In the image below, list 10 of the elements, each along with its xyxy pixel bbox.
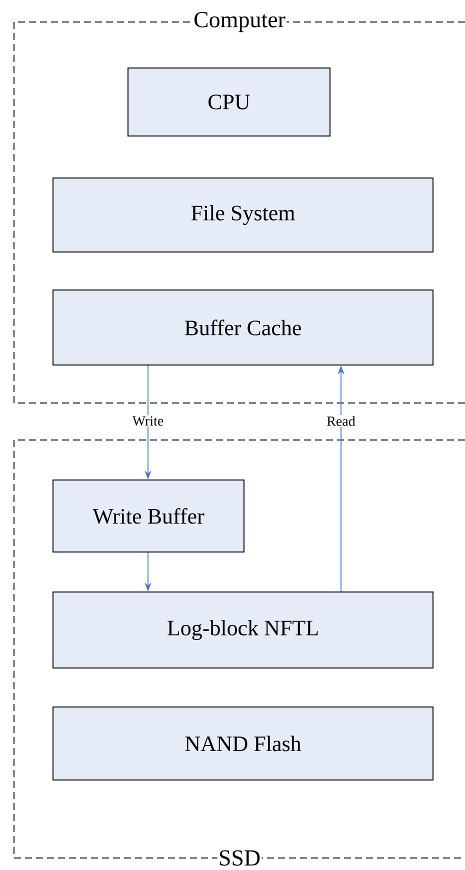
- edge-label: Read: [326, 415, 356, 427]
- node-label: Computer: [194, 12, 286, 32]
- process-box: Buffer Cache: [52, 290, 434, 366]
- process-box: NAND Flash: [52, 706, 434, 780]
- process-box: CPU: [128, 68, 330, 136]
- edge-label: Write: [131, 415, 165, 427]
- process-box: Log-block NFTL: [52, 592, 434, 668]
- node-label: SSD: [220, 850, 260, 866]
- process-box: File System: [52, 178, 434, 252]
- process-box: Write Buffer: [52, 480, 244, 552]
